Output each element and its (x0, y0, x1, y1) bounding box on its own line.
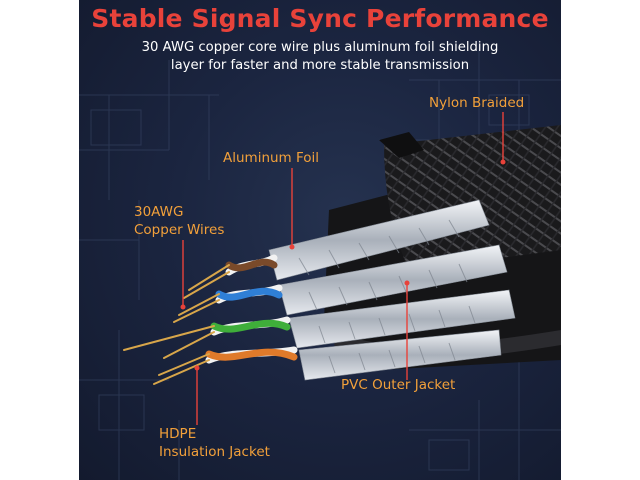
twisted-pair-orange (205, 346, 298, 364)
twisted-pair-brown (225, 254, 278, 276)
background-grid (79, 40, 561, 480)
label-hdpe-line-2: Insulation Jacket (159, 444, 270, 460)
label-hdpe-line-1: HDPE (159, 426, 197, 442)
cable-illustration (123, 112, 561, 425)
label-aluminum-foil: Aluminum Foil (223, 150, 320, 166)
twisted-pair-blue (215, 284, 283, 304)
subtitle-line-1: 30 AWG copper core wire plus aluminum fo… (141, 40, 499, 55)
subtitle-line-2: layer for faster and more stable transmi… (170, 58, 470, 73)
twisted-pair-green (210, 316, 291, 336)
label-copper-wires-line-1: 30AWG (134, 204, 184, 220)
headline: Stable Signal Sync Performance (91, 4, 549, 33)
nylon-braid-shape (379, 125, 561, 270)
copper-conductors (123, 264, 230, 385)
product-image-panel: Stable Signal Sync Performance 30 AWG co… (79, 0, 561, 480)
label-nylon-braided: Nylon Braided (429, 95, 525, 111)
label-copper-wires-line-2: Copper Wires (134, 222, 225, 238)
label-pvc-outer-jacket: PVC Outer Jacket (341, 377, 456, 393)
leader-lines (180, 112, 506, 425)
foil-shielded-pairs (268, 199, 516, 381)
